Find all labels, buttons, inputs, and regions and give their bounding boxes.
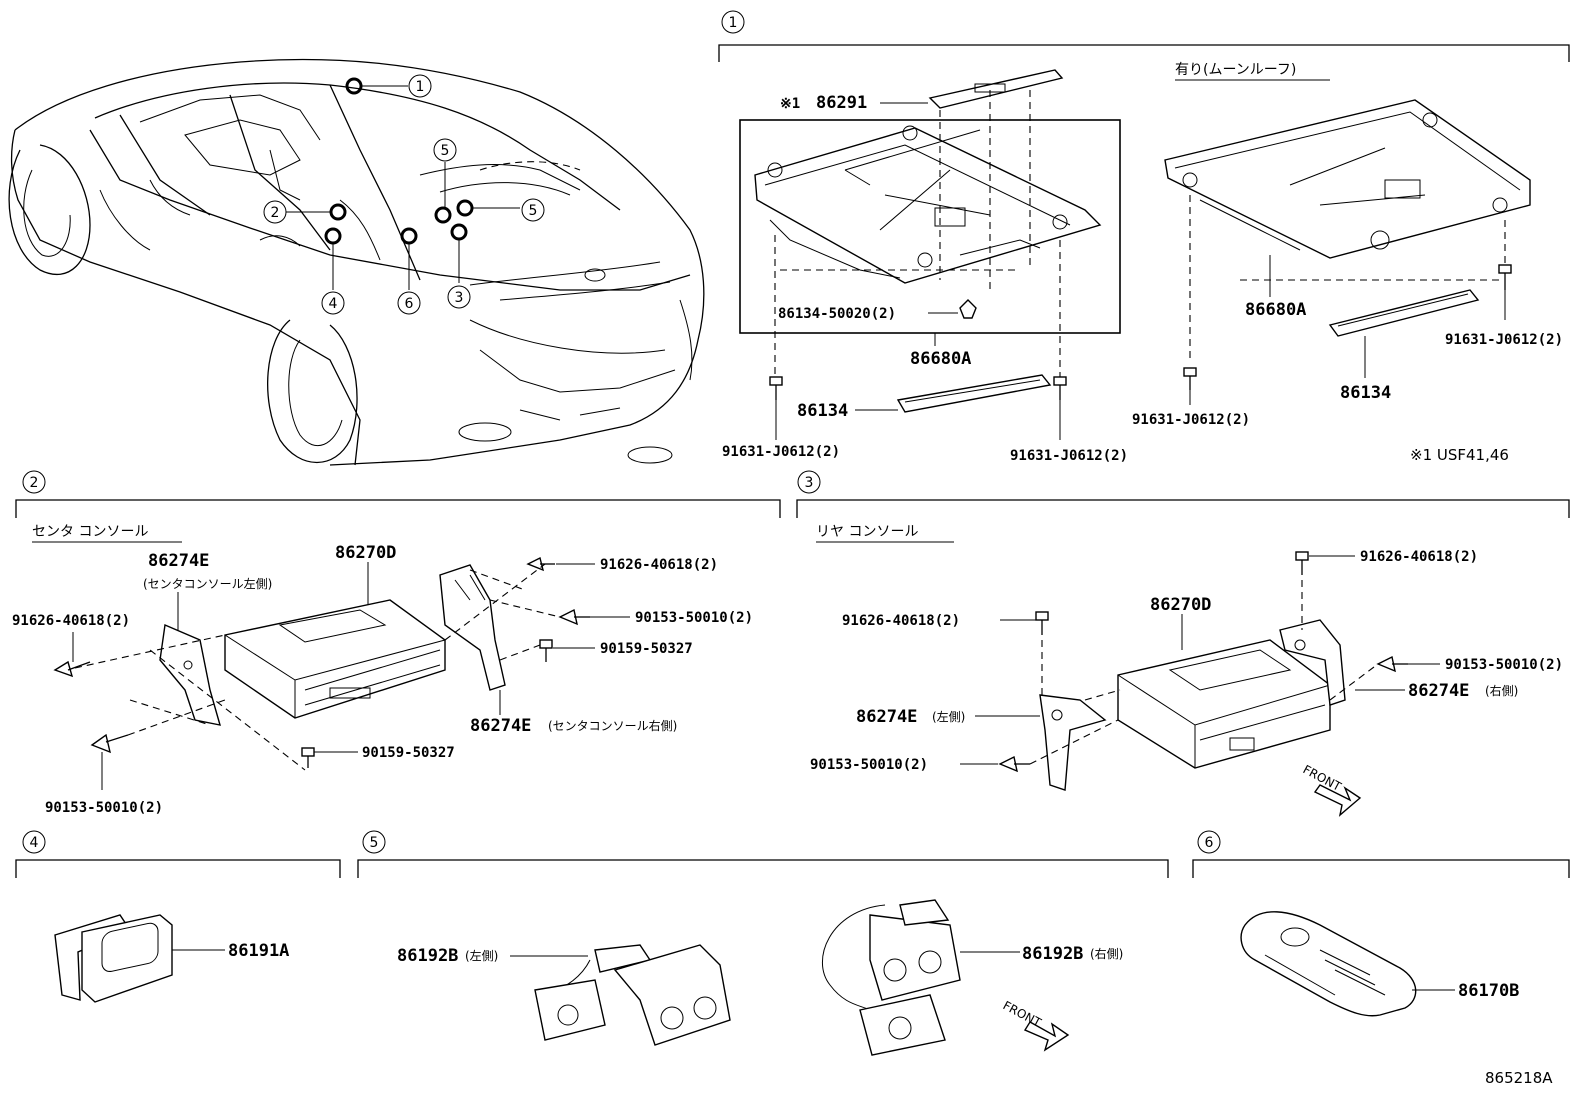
label-90153-left-rear: 90153-50010(2): [810, 757, 928, 773]
label-91631-c: 91631-J0612(2): [1132, 412, 1250, 428]
label-91631-b: 91631-J0612(2): [1010, 448, 1128, 464]
screw: [1376, 655, 1408, 673]
car-callout-1: 1: [416, 79, 425, 95]
label-90159-a: 90159-50327: [600, 641, 693, 657]
label-91626-left-rear: 91626-40618(2): [842, 613, 960, 629]
car-callout-2: 2: [271, 205, 280, 221]
label-90153-right: 90153-50010(2): [635, 610, 753, 626]
label-86134-left: 86134: [797, 401, 848, 421]
label-86134-50020: 86134-50020(2): [778, 306, 896, 322]
label-91626-right: 91626-40618(2): [600, 557, 718, 573]
screw: [998, 755, 1030, 773]
label-86134-right: 86134: [1340, 383, 1391, 403]
section-2: センタ コンソール 86274E (センタコンソール左側) 86270D 916…: [12, 524, 753, 816]
screw: [1295, 551, 1309, 575]
screw: [301, 747, 315, 768]
section-4-number: 4: [30, 835, 39, 851]
section-5-number: 5: [370, 835, 379, 851]
section-5: 86192B (左側) 86192B (右側) FRONT: [397, 899, 1123, 1056]
label-86680A-left: 86680A: [910, 349, 971, 369]
section-3-number: 3: [805, 475, 814, 491]
car-callout-5a: 5: [441, 143, 450, 159]
section-1-inner-frame: [739, 119, 1121, 334]
car-callout-3: 3: [455, 290, 464, 306]
car-illustration: [8, 58, 705, 466]
label-90153-right-rear: 90153-50010(2): [1445, 657, 1563, 673]
label-86274E-right: 86274E: [470, 716, 531, 736]
front-arrow-rear-icon: [1313, 784, 1362, 817]
screw: [769, 376, 783, 440]
screw: [1053, 376, 1067, 440]
label-86274E-left: 86274E: [148, 551, 209, 571]
screw: [558, 608, 590, 626]
label-86274E-right-rear-note: (右側): [1485, 683, 1518, 698]
screw: [526, 556, 555, 572]
label-86274E-right-rear: 86274E: [1408, 681, 1469, 701]
label-86291: 86291: [816, 93, 867, 113]
figure-id: 865218A: [1485, 1069, 1553, 1087]
label-86274E-right-note: (センタコンソール右側): [548, 718, 677, 733]
section-3-subtitle: リヤ コンソール: [816, 524, 918, 540]
section-4: 86191A: [54, 914, 289, 1003]
section-3: リヤ コンソール 91626-40618(2) 86270D 91626-406…: [810, 524, 1563, 817]
label-86274E-left-note: (センタコンソール左側): [143, 576, 272, 591]
car-callout-labels: 1 2 3 4 5 5 6: [263, 74, 545, 315]
front-arrow-switch-icon: [1023, 1021, 1070, 1052]
car-callout-4: 4: [329, 296, 338, 312]
screw: [539, 639, 553, 662]
section-1-note: ※1 USF41,46: [1410, 446, 1509, 464]
screw: [53, 660, 91, 678]
label-86192B-right-note: (右側): [1090, 946, 1123, 961]
screw: [90, 733, 129, 754]
screw: [1183, 367, 1197, 405]
label-86191A: 86191A: [228, 941, 289, 961]
label-86192B-left: 86192B: [397, 946, 458, 966]
screw: [1035, 611, 1049, 635]
label-90153-left: 90153-50010(2): [45, 800, 163, 816]
label-90159-b: 90159-50327: [362, 745, 455, 761]
section-1-subtitle: 有り(ムーンルーフ): [1175, 62, 1296, 78]
section-frames: 1 2 3 4 5 6: [15, 10, 1570, 878]
label-86274E-left-rear-note: (左側): [932, 709, 965, 724]
car-callout-5b: 5: [529, 203, 538, 219]
section-2-number: 2: [30, 475, 39, 491]
section-2-subtitle: センタ コンソール: [32, 524, 148, 540]
section-1: 有り(ムーンルーフ) ※1 86291 86134-50020(2) 86680…: [722, 62, 1563, 464]
section-6-number: 6: [1205, 835, 1214, 851]
label-91626-left: 91626-40618(2): [12, 613, 130, 629]
label-86192B-left-note: (左側): [465, 948, 498, 963]
car-callout-6: 6: [405, 296, 414, 312]
car-markers: [286, 77, 520, 290]
label-91631-d: 91631-J0612(2): [1445, 332, 1563, 348]
section-6: 86170B: [1240, 911, 1519, 1017]
label-86270D-center: 86270D: [335, 543, 396, 563]
label-91626-top: 91626-40618(2): [1360, 549, 1478, 565]
screw: [1498, 264, 1512, 320]
label-86291-prefix: ※1: [780, 96, 800, 112]
label-86192B-right: 86192B: [1022, 944, 1083, 964]
label-86270D-rear: 86270D: [1150, 595, 1211, 615]
section-1-number: 1: [729, 15, 738, 31]
label-86274E-left-rear: 86274E: [856, 707, 917, 727]
label-91631-a: 91631-J0612(2): [722, 444, 840, 460]
label-86680A-right: 86680A: [1245, 300, 1306, 320]
label-86170B: 86170B: [1458, 981, 1519, 1001]
